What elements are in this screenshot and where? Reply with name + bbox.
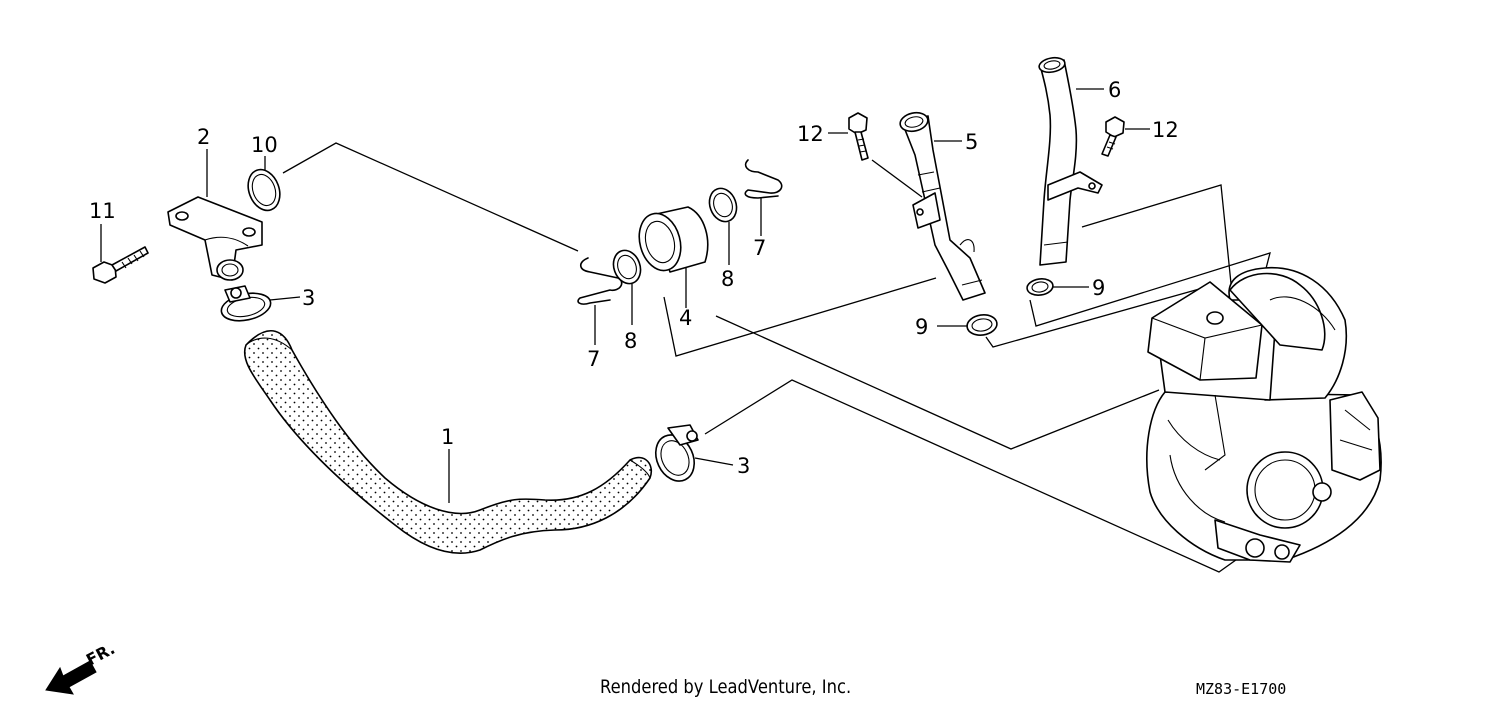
render-credit: Rendered by LeadVenture, Inc. (600, 676, 852, 698)
callout-4: 4 (679, 306, 692, 330)
callout-3-upper: 3 (302, 286, 315, 310)
callout-9-lower: 9 (915, 315, 928, 339)
part-10-o-ring (247, 168, 281, 212)
part-8-o-ring-left (612, 249, 642, 285)
part-11-bolt (92, 246, 149, 284)
front-direction-indicator: FR. (45, 639, 118, 695)
engine-illustration (1146, 266, 1382, 563)
part-12-bolt-left (848, 112, 869, 161)
part-8-o-ring-right (708, 187, 738, 223)
part-5-water-pipe (899, 111, 986, 301)
callout-8-right: 8 (721, 267, 734, 291)
part-6-water-pipe (1038, 56, 1103, 266)
part-9-o-ring-upper (1026, 278, 1054, 296)
callout-5: 5 (965, 130, 978, 154)
callout-1: 1 (441, 425, 454, 449)
callout-12-left: 12 (797, 122, 824, 146)
part-4-water-pipe-connector (638, 206, 709, 273)
part-7-clip-left (577, 257, 623, 305)
callout-7-right: 7 (753, 236, 766, 260)
callout-6: 6 (1108, 78, 1121, 102)
diagram-code: MZ83-E1700 (1196, 680, 1287, 698)
callout-10: 10 (251, 133, 278, 157)
callout-11: 11 (89, 199, 116, 223)
part-12-bolt-right (1101, 116, 1125, 157)
part-3-hose-clamp-upper (220, 285, 272, 322)
part-3-hose-clamp-lower (654, 424, 699, 482)
callout-3-lower: 3 (737, 454, 750, 478)
callout-7-left: 7 (587, 347, 600, 371)
part-7-clip-right (744, 159, 783, 199)
callout-9-upper: 9 (1092, 276, 1105, 300)
callout-labels: 1 2 3 3 4 5 6 7 7 8 8 9 9 10 11 12 12 (89, 78, 1179, 478)
callout-ticks (100, 88, 1150, 503)
callout-12-right: 12 (1152, 118, 1179, 142)
part-1-water-hose (243, 330, 652, 554)
callout-2: 2 (197, 125, 210, 149)
callout-8-left: 8 (624, 329, 637, 353)
part-9-o-ring-lower (966, 314, 998, 336)
front-arrow-icon (45, 660, 97, 695)
part-2-water-outlet-joint (167, 196, 263, 281)
